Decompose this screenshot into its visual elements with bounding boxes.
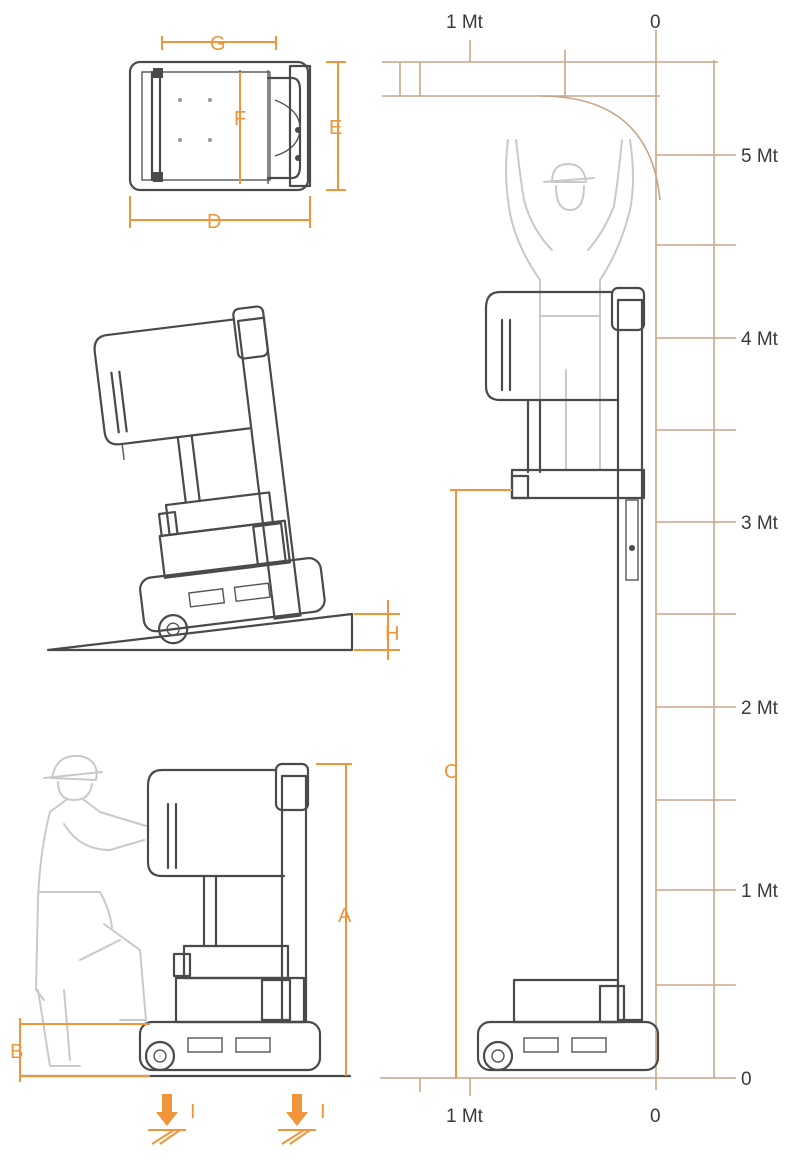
height-label-5: 5 Mt — [741, 146, 779, 167]
height-label-4: 4 Mt — [741, 329, 779, 350]
extended-view: C — [444, 139, 660, 1078]
dim-I-left-label: I — [190, 1101, 196, 1123]
dim-G-label: G — [210, 33, 226, 55]
load-arrow-left — [148, 1094, 186, 1145]
height-label-1: 1 Mt — [741, 881, 779, 902]
dim-I-right-label: I — [320, 1101, 326, 1123]
dim-A-label: A — [338, 905, 352, 927]
height-label-2: 2 Mt — [741, 698, 779, 719]
scale-bottom-left-label: 1 Mt — [446, 1106, 484, 1127]
dim-F-label: F — [234, 108, 246, 130]
top-view: G F E D — [128, 33, 346, 233]
scale-bottom-right-label: 0 — [650, 1106, 661, 1127]
dim-D-label: D — [207, 211, 221, 233]
height-label-3: 3 Mt — [741, 513, 779, 534]
scale-top-left-label: 1 Mt — [446, 12, 484, 33]
dim-E-label: E — [329, 117, 342, 139]
operator-arms-up — [505, 139, 634, 471]
dim-C-label: C — [444, 761, 458, 783]
scale-top-right-label: 0 — [650, 12, 661, 33]
operator-figure — [35, 754, 147, 1067]
ground-view: A B I I — [10, 754, 352, 1145]
height-scale: 1 Mt 0 1 Mt 0 5 Mt 4 Mt 3 Mt 2 Mt 1 Mt 0 — [380, 12, 779, 1127]
height-label-0: 0 — [741, 1069, 752, 1090]
dim-H-label: H — [385, 623, 399, 645]
dim-B-label: B — [10, 1041, 23, 1063]
load-arrow-right — [278, 1094, 316, 1145]
ramp-view: H — [46, 305, 400, 660]
